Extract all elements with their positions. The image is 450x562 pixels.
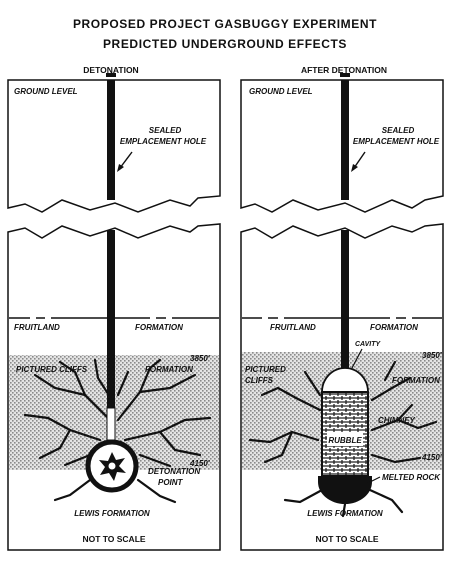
left-depth-top: 3850' — [190, 354, 211, 363]
left-detonation-point-2: POINT — [158, 478, 184, 487]
right-cavity-label: CAVITY — [355, 341, 381, 348]
left-detonation-point-1: DETONATION — [148, 467, 200, 476]
left-fracture-cracks — [23, 358, 212, 468]
right-melted-rock-label: MELTED ROCK — [382, 473, 441, 482]
right-depth-bottom: 4150' — [421, 453, 443, 462]
right-ground-level: GROUND LEVEL — [249, 87, 313, 96]
right-cavity — [321, 367, 369, 393]
left-sealed-label-1: SEALED — [149, 126, 182, 135]
right-emplacement-hole — [341, 80, 349, 200]
right-pictured-label-2: CLIFFS — [245, 376, 274, 385]
left-ground-level: GROUND LEVEL — [14, 87, 78, 96]
right-formation-label: FORMATION — [370, 323, 418, 332]
right-fruitland-label: FRUITLAND — [270, 323, 316, 332]
left-emplacement-hole — [107, 80, 115, 200]
left-sealed-label-2: EMPLACEMENT HOLE — [120, 137, 207, 146]
right-pictured-label-1: PICTURED — [245, 365, 286, 374]
left-detonation-device — [85, 439, 139, 493]
panel-after: AFTER DETONATION — [240, 65, 444, 551]
right-sealed-arrow — [353, 151, 366, 169]
title-line-1: PROPOSED PROJECT GASBUGGY EXPERIMENT — [73, 17, 377, 31]
panel-before: DETONATION — [7, 65, 221, 551]
right-melted-rock-pool — [318, 476, 372, 504]
left-sealed-arrow — [119, 151, 133, 169]
right-sealed-label-1: SEALED — [382, 126, 415, 135]
right-formation2-label: FORMATION — [392, 376, 440, 385]
left-depth-bottom: 4150' — [189, 459, 211, 468]
left-formation-label: FORMATION — [135, 323, 183, 332]
right-depth-top: 3850' — [422, 351, 443, 360]
right-header: AFTER DETONATION — [301, 65, 387, 75]
left-pictured-cliffs-label: PICTURED CLIFFS — [16, 365, 88, 374]
right-rubble-label: RUBBLE — [328, 436, 362, 445]
right-sealed-label-2: EMPLACEMENT HOLE — [353, 137, 440, 146]
left-header: DETONATION — [83, 65, 138, 75]
left-lewis-label: LEWIS FORMATION — [74, 509, 150, 518]
right-chimney-label: CHIMNEY — [378, 416, 416, 425]
left-fruitland-label: FRUITLAND — [14, 323, 60, 332]
right-chimney — [318, 367, 372, 504]
left-formation2-label: FORMATION — [145, 365, 193, 374]
right-not-to-scale: NOT TO SCALE — [315, 534, 378, 544]
right-lewis-label: LEWIS FORMATION — [307, 509, 383, 518]
title-line-2: PREDICTED UNDERGROUND EFFECTS — [103, 37, 347, 51]
left-not-to-scale: NOT TO SCALE — [82, 534, 145, 544]
right-fracture-cracks — [248, 360, 438, 464]
